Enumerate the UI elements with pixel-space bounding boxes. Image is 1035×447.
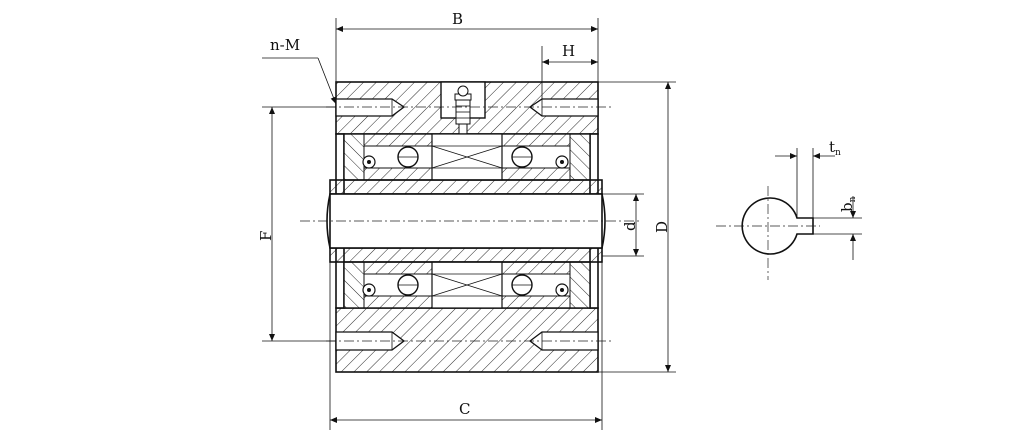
label-d: d (621, 221, 639, 231)
label-H: H (562, 42, 575, 60)
label-D: D (653, 221, 671, 233)
dimension-C: C (329, 262, 603, 430)
label-C: C (459, 400, 470, 418)
grease-nipple (440, 81, 486, 135)
label-B: B (452, 10, 463, 28)
bearing-assembly-lower (343, 261, 591, 309)
label-tn: tn (829, 138, 841, 158)
screw-hole-top-left (335, 98, 406, 117)
dimension-nM: n-M (262, 36, 337, 105)
label-bn: bn (838, 196, 858, 212)
label-F: F (257, 231, 275, 241)
screw-hole-top-right (528, 98, 599, 117)
keyway-detail: tn bn (716, 138, 862, 280)
center-lines (300, 106, 640, 342)
label-nM: n-M (270, 36, 300, 54)
dimension-H: H (541, 42, 598, 99)
bearing-assembly-upper (343, 133, 591, 181)
dimension-B: B (335, 10, 599, 82)
dimension-D: D (598, 81, 676, 373)
dimension-F: F (257, 106, 336, 342)
dimension-d: d (602, 193, 644, 257)
